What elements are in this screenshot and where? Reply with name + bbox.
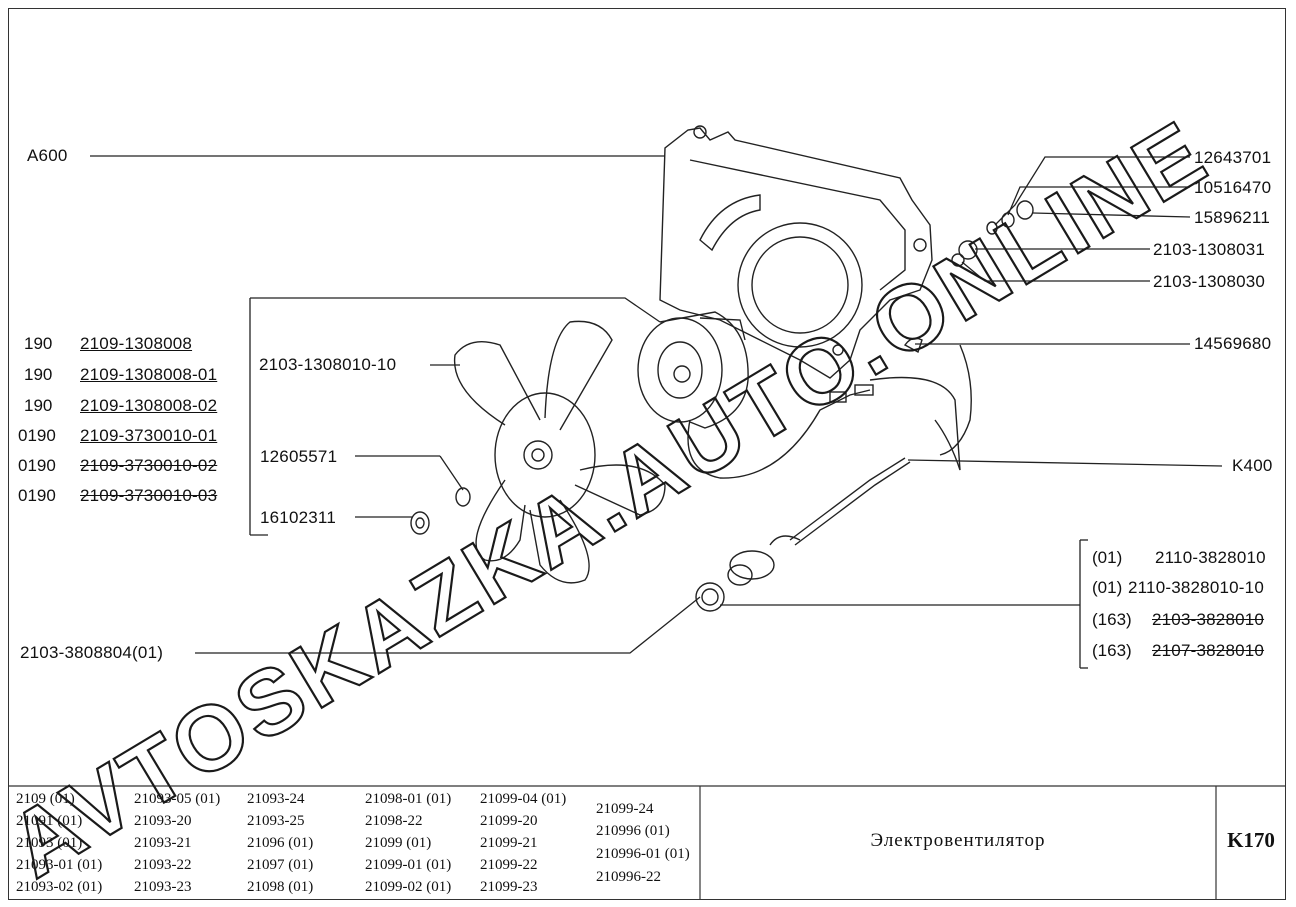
model-cell: 21099-20 xyxy=(480,813,538,829)
page-frame xyxy=(8,8,1286,900)
left-qty-4: 0190 xyxy=(18,426,56,445)
model-cell: 21099 (01) xyxy=(365,835,432,851)
model-cell: 210996-22 xyxy=(596,869,661,885)
model-cell: 21098 (01) xyxy=(247,879,314,895)
model-cell: 21093-21 xyxy=(134,835,192,851)
model-cell: 21093-05 (01) xyxy=(134,791,221,807)
model-cell: 21099-24 xyxy=(596,801,654,817)
model-cell: 210996 (01) xyxy=(596,823,670,839)
model-cell: 21098-22 xyxy=(365,813,423,829)
left-part-2: 2109-1308008-01 xyxy=(80,365,218,384)
fan-shroud xyxy=(659,125,933,379)
model-cell: 21091 (01) xyxy=(16,813,83,829)
left-qty-1: 190 xyxy=(24,334,53,353)
callout-k400: K400 xyxy=(1232,456,1273,475)
right-qty-3: (163) xyxy=(1092,610,1132,629)
fasteners xyxy=(410,200,1034,612)
callout-12643701: 12643701 xyxy=(1194,148,1272,167)
model-cell: 21099-04 (01) xyxy=(480,791,567,807)
fan-motor xyxy=(637,311,749,429)
left-part-6: 2109-3730010-03 xyxy=(80,486,218,505)
left-part-3: 2109-1308008-02 xyxy=(80,396,218,415)
model-cell: 21093-23 xyxy=(134,879,192,895)
callout-2103-1308031: 2103-1308031 xyxy=(1153,240,1266,259)
model-cell: 21099-01 (01) xyxy=(365,857,452,873)
model-cell: 21099-02 (01) xyxy=(365,879,452,895)
callout-16102311: 16102311 xyxy=(260,508,336,527)
title-block-lines xyxy=(8,785,1286,900)
callout-fan-assembly: 2103-1308010-10 xyxy=(259,355,397,374)
left-qty-5: 0190 xyxy=(18,456,56,475)
callout-12605571: 12605571 xyxy=(260,447,338,466)
right-part-1: 2110-3828010 xyxy=(1155,548,1266,567)
model-cell: 2109 (01) xyxy=(16,791,75,807)
right-part-4: 2107-3828010 xyxy=(1152,641,1265,660)
right-qty-4: (163) xyxy=(1092,641,1132,660)
model-cell: 21096 (01) xyxy=(247,835,314,851)
callout-15896211: 15896211 xyxy=(1194,208,1270,227)
callout-10516470: 10516470 xyxy=(1194,178,1272,197)
callout-a600: A600 xyxy=(27,146,68,165)
page-title: Электровентилятор xyxy=(870,830,1046,851)
right-part-3: 2103-3828010 xyxy=(1152,610,1265,629)
callout-2103-1308030: 2103-1308030 xyxy=(1153,272,1266,291)
left-part-1: 2109-1308008 xyxy=(80,334,193,353)
model-cell: 210996-01 (01) xyxy=(596,846,690,862)
model-cell: 21097 (01) xyxy=(247,857,314,873)
model-cell: 21099-22 xyxy=(480,857,538,873)
model-cell: 21099-21 xyxy=(480,835,538,851)
model-cell: 21093-22 xyxy=(134,857,192,873)
model-cell: 21093 (01) xyxy=(16,835,83,851)
callout-14569680: 14569680 xyxy=(1194,334,1272,353)
page-code: K170 xyxy=(1227,828,1275,852)
model-cell: 21093-02 (01) xyxy=(16,879,103,895)
right-qty-2: (01) xyxy=(1092,578,1123,597)
right-part-2: 2110-3828010-10 xyxy=(1128,578,1264,597)
leader-lines xyxy=(90,155,1223,669)
left-qty-6: 0190 xyxy=(18,486,56,505)
callout-grommet: 2103-3808804(01) xyxy=(20,643,164,662)
model-cell: 21098-01 (01) xyxy=(365,791,452,807)
left-qty-2: 190 xyxy=(24,365,53,384)
model-cell: 21093-24 xyxy=(247,791,305,807)
model-cell: 21093-20 xyxy=(134,813,192,829)
left-part-4: 2109-3730010-01 xyxy=(80,426,218,445)
right-qty-1: (01) xyxy=(1092,548,1123,567)
fan-impeller xyxy=(453,320,666,584)
model-cell: 21099-23 xyxy=(480,879,538,895)
left-qty-3: 190 xyxy=(24,396,53,415)
model-cell: 21093-25 xyxy=(247,813,305,829)
wiring-harness xyxy=(687,344,972,586)
model-cell: 21093-01 (01) xyxy=(16,857,103,873)
left-part-5: 2109-3730010-02 xyxy=(80,456,218,475)
